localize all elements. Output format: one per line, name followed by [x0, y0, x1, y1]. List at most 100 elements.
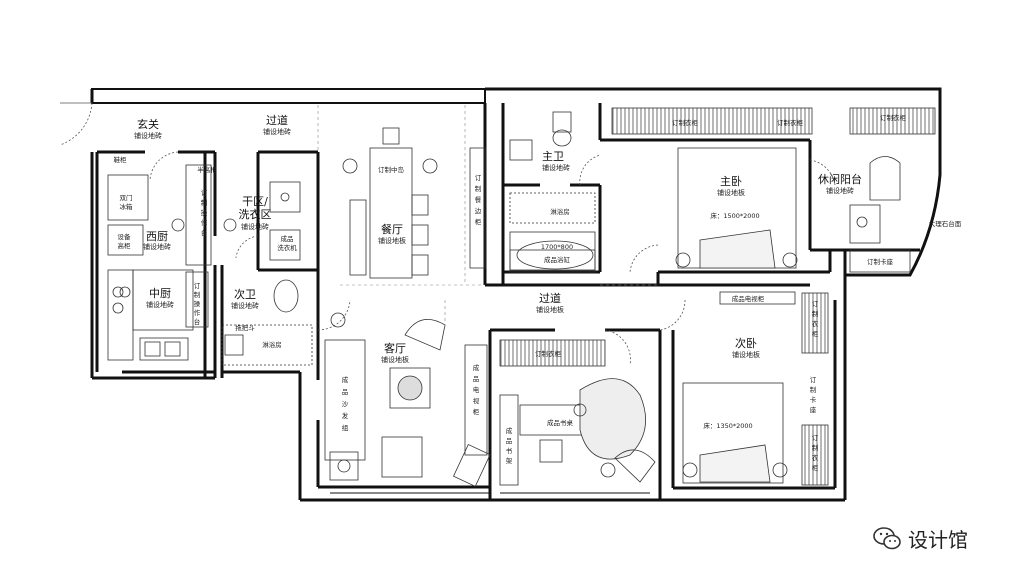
- label-master-bed: 主卧: [720, 175, 742, 188]
- svg-text:制: 制: [201, 198, 208, 207]
- svg-text:制: 制: [475, 184, 482, 193]
- svg-text:订制衣柜: 订制衣柜: [880, 113, 907, 122]
- svg-text:半高柜: 半高柜: [197, 165, 217, 174]
- dividers: [317, 105, 660, 330]
- svg-text:拖把斗: 拖把斗: [235, 323, 255, 332]
- svg-text:成品电视柜: 成品电视柜: [732, 294, 765, 303]
- svg-text:座: 座: [810, 405, 817, 414]
- svg-text:成: 成: [342, 375, 349, 384]
- svg-text:铺设地板: 铺设地板: [717, 188, 745, 197]
- svg-text:订: 订: [201, 189, 208, 197]
- svg-text:制: 制: [194, 290, 201, 299]
- svg-text:品: 品: [473, 375, 480, 383]
- svg-text:冰箱: 冰箱: [120, 202, 134, 211]
- svg-text:操: 操: [201, 208, 208, 217]
- svg-text:铺设地板: 铺设地板: [381, 355, 409, 364]
- svg-text:淋浴房: 淋浴房: [262, 340, 282, 349]
- furniture-labels: 鞋柜 双门 冰箱 半高柜 订 制 操 作 台 设备 高柜 订 制 操 作 台 成…: [114, 113, 962, 472]
- svg-text:视: 视: [473, 396, 480, 405]
- svg-text:台: 台: [201, 228, 208, 237]
- svg-text:订制衣柜: 订制衣柜: [672, 118, 699, 127]
- label-entrance: 玄关: [137, 117, 159, 131]
- svg-text:1700*800: 1700*800: [541, 243, 573, 251]
- label-western-kitchen: 西厨: [146, 230, 168, 243]
- svg-text:铺设地砖: 铺设地砖: [146, 300, 174, 309]
- watermark: 设计馆: [872, 524, 968, 553]
- svg-text:书: 书: [506, 446, 513, 455]
- svg-text:订制衣柜: 订制衣柜: [535, 349, 562, 358]
- svg-text:双门: 双门: [120, 193, 133, 202]
- wechat-icon: [873, 526, 901, 549]
- svg-text:卡: 卡: [810, 395, 817, 404]
- room-labels: 玄关 铺设地砖 过道 铺设地砖 西厨 铺设地砖 中厨 铺设地砖 干区/ 洗衣区 …: [134, 113, 862, 430]
- svg-text:衣: 衣: [812, 453, 819, 462]
- svg-text:铺设地板: 铺设地板: [536, 305, 564, 314]
- svg-text:柜: 柜: [812, 463, 819, 472]
- svg-text:成品书桌: 成品书桌: [547, 418, 574, 427]
- svg-text:成品: 成品: [281, 234, 294, 243]
- svg-text:订: 订: [475, 174, 482, 182]
- svg-text:餐: 餐: [475, 195, 482, 204]
- svg-text:品: 品: [342, 388, 349, 396]
- svg-text:铺设地砖: 铺设地砖: [143, 242, 171, 251]
- svg-text:制: 制: [812, 309, 819, 318]
- svg-text:台: 台: [194, 317, 201, 326]
- label-second-bath: 次卫: [234, 287, 256, 301]
- svg-text:铺设地板: 铺设地板: [378, 236, 406, 245]
- svg-text:架: 架: [506, 457, 513, 465]
- svg-text:大理石台面: 大理石台面: [929, 219, 962, 228]
- svg-text:铺设地砖: 铺设地砖: [231, 301, 259, 310]
- watermark-text: 设计馆: [908, 528, 968, 552]
- label-master-bed-size: 床：1500*2000: [710, 211, 759, 220]
- label-second-bed: 次卧: [735, 336, 757, 350]
- svg-text:鞋柜: 鞋柜: [114, 155, 128, 164]
- svg-text:订制衣柜: 订制衣柜: [777, 118, 804, 127]
- svg-text:品: 品: [506, 437, 513, 445]
- svg-text:铺设地砖: 铺设地砖: [241, 222, 269, 231]
- svg-text:订制卡座: 订制卡座: [867, 257, 894, 266]
- label-dry-area: 干区/: [242, 195, 268, 208]
- svg-text:柜: 柜: [812, 329, 819, 338]
- svg-text:订制中岛: 订制中岛: [378, 165, 404, 174]
- svg-text:边: 边: [475, 207, 482, 215]
- svg-text:订: 订: [812, 434, 819, 442]
- svg-text:发: 发: [342, 411, 349, 420]
- svg-text:铺设地砖: 铺设地砖: [826, 186, 854, 195]
- svg-text:电: 电: [473, 385, 480, 394]
- doors: [59, 102, 836, 366]
- svg-text:沙: 沙: [342, 400, 349, 408]
- svg-text:铺设地砖: 铺设地砖: [134, 131, 162, 140]
- svg-text:高柜: 高柜: [118, 241, 132, 250]
- svg-text:制: 制: [812, 443, 819, 452]
- label-living: 客厅: [384, 341, 406, 355]
- svg-text:订: 订: [810, 376, 817, 384]
- svg-text:柜: 柜: [475, 217, 482, 226]
- svg-text:洗衣区: 洗衣区: [239, 207, 272, 221]
- label-chinese-kitchen: 中厨: [149, 287, 171, 300]
- svg-text:作: 作: [201, 218, 208, 227]
- windows: [150, 371, 650, 494]
- svg-text:操: 操: [194, 299, 201, 308]
- label-second-bed-size: 床：1350*2000: [703, 421, 752, 430]
- svg-text:作: 作: [194, 308, 201, 317]
- svg-text:铺设地砖: 铺设地砖: [263, 127, 291, 136]
- svg-text:成: 成: [506, 426, 513, 435]
- svg-text:制: 制: [810, 385, 817, 394]
- svg-text:订: 订: [194, 282, 201, 290]
- label-corridor-mid: 过道: [539, 291, 561, 305]
- svg-text:订: 订: [812, 300, 819, 308]
- svg-text:洗衣机: 洗衣机: [277, 243, 297, 252]
- label-balcony: 休闲阳台: [818, 172, 862, 186]
- svg-text:铺设地砖: 铺设地砖: [542, 163, 570, 172]
- svg-text:淋浴房: 淋浴房: [550, 207, 570, 216]
- svg-text:成: 成: [473, 363, 480, 372]
- svg-text:衣: 衣: [812, 319, 819, 328]
- svg-text:成品浴缸: 成品浴缸: [544, 255, 571, 264]
- label-master-bath: 主卫: [542, 150, 564, 163]
- svg-text:设备: 设备: [118, 232, 132, 241]
- furniture: [107, 107, 936, 487]
- label-corridor-top: 过道: [266, 113, 288, 127]
- svg-text:铺设地板: 铺设地板: [732, 350, 760, 359]
- svg-text:组: 组: [342, 423, 349, 432]
